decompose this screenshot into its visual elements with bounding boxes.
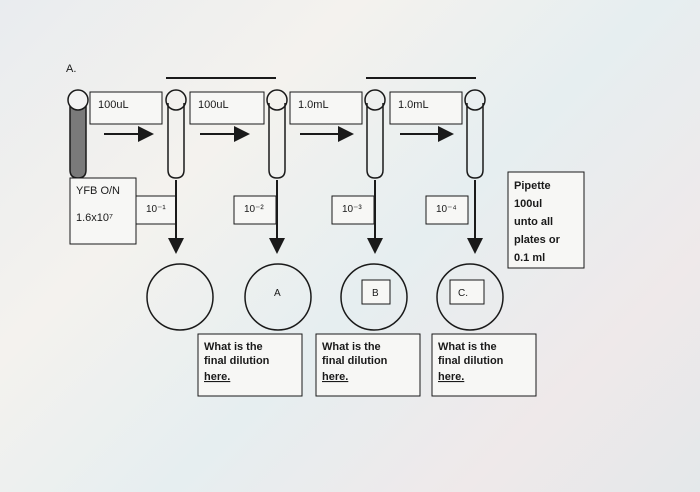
tube-2 xyxy=(266,89,288,179)
pipette-note-line-5: 0.1 ml xyxy=(514,252,545,264)
volume-box-4 xyxy=(389,91,463,125)
dilution-box-4 xyxy=(425,195,469,225)
question-1-line-1: What is the xyxy=(204,341,263,353)
source-box xyxy=(69,177,137,245)
pipette-note-line-2: 100ul xyxy=(514,198,542,210)
plate-label-box-c xyxy=(449,279,485,305)
dilution-label-3: 10⁻³ xyxy=(342,204,362,215)
source-concentration: 1.6x10⁷ xyxy=(76,212,113,224)
plate-label-c: C. xyxy=(458,288,468,299)
dilution-box-1 xyxy=(135,195,177,225)
plate-label-a: A xyxy=(274,288,281,299)
question-2-line-3: here. xyxy=(322,371,348,383)
tube-3 xyxy=(364,89,386,179)
question-2-line-1: What is the xyxy=(322,341,381,353)
question-2-line-2: final dilution xyxy=(322,355,388,367)
volume-label-1: 100uL xyxy=(98,99,129,111)
source-name: YFB O/N xyxy=(76,185,120,197)
dilution-box-2 xyxy=(233,195,277,225)
dilution-box-3 xyxy=(331,195,375,225)
volume-box-1 xyxy=(89,91,163,125)
plate-label-b: B xyxy=(372,288,379,299)
question-3-line-3: here. xyxy=(438,371,464,383)
pipette-note-box xyxy=(507,171,585,269)
part-label: A. xyxy=(66,63,76,75)
volume-label-4: 1.0mL xyxy=(398,99,429,111)
volume-label-3: 1.0mL xyxy=(298,99,329,111)
tube-1 xyxy=(165,89,187,179)
tube-4 xyxy=(464,89,486,179)
question-box-2 xyxy=(315,333,421,397)
pipette-note-line-1: Pipette xyxy=(514,180,551,192)
volume-box-2 xyxy=(189,91,265,125)
question-3-line-1: What is the xyxy=(438,341,497,353)
plate-4 xyxy=(436,263,504,331)
question-3-line-2: final dilution xyxy=(438,355,504,367)
dilution-label-1: 10⁻¹ xyxy=(146,204,166,215)
question-box-1 xyxy=(197,333,303,397)
question-box-3 xyxy=(431,333,537,397)
plate-3 xyxy=(340,263,408,331)
plate-2 xyxy=(244,263,312,331)
pipette-note-line-4: plates or xyxy=(514,234,561,246)
question-1-line-3: here. xyxy=(204,371,230,383)
source-tube xyxy=(67,89,89,179)
plate-label-box-b xyxy=(361,279,391,305)
pipette-note-line-3: unto all xyxy=(514,216,553,228)
dilution-label-4: 10⁻⁴ xyxy=(436,204,457,215)
volume-box-3 xyxy=(289,91,363,125)
question-1-line-2: final dilution xyxy=(204,355,270,367)
dilution-label-2: 10⁻² xyxy=(244,204,264,215)
volume-label-2: 100uL xyxy=(198,99,229,111)
plate-1 xyxy=(146,263,214,331)
